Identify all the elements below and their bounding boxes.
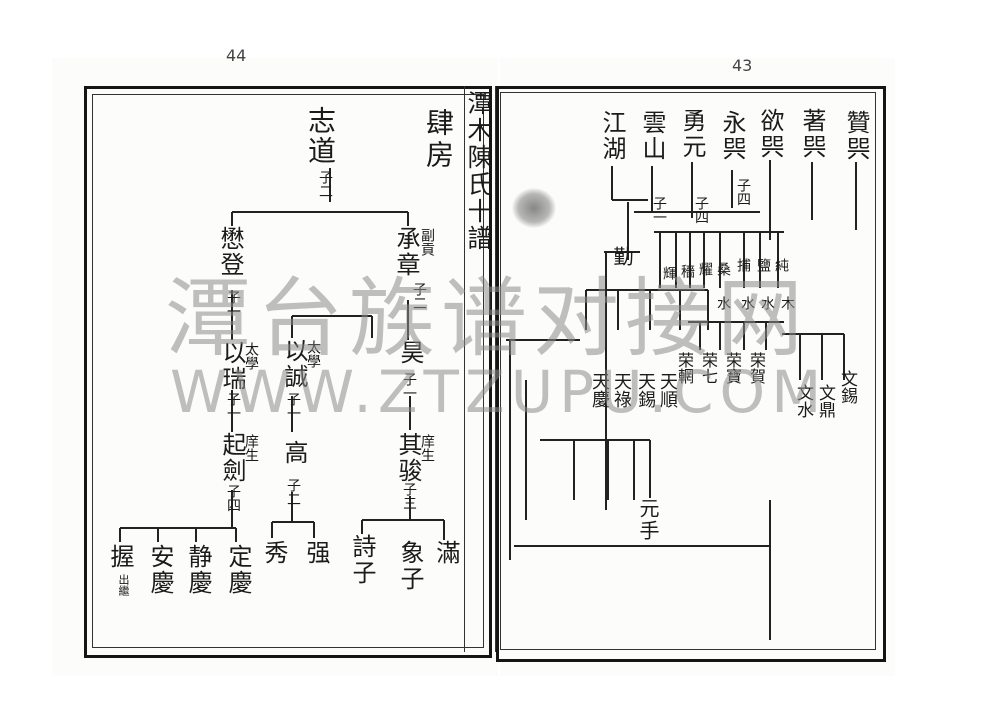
gen4-note-3a: 庠生 <box>419 434 435 462</box>
top-name-3: 欲巺 <box>756 108 784 160</box>
mid-name-6: 捕 <box>735 258 751 272</box>
spine-strip <box>464 86 496 652</box>
mid-label-4: 木 <box>779 296 795 310</box>
gen2-name-1: 懋登 <box>216 226 244 278</box>
gen3-note-1b: 子一 <box>225 392 241 420</box>
gen5-name-5: 秀 <box>260 540 288 566</box>
top-name-2: 著巺 <box>798 108 826 160</box>
gen3-name-3: 昊 <box>396 340 424 366</box>
gen5-note: 出繼 <box>117 574 130 596</box>
gen4-name-1: 起劍 <box>218 432 246 484</box>
gen2-note-2b: 子二 <box>411 282 427 310</box>
right-page-number: 43 <box>732 56 753 75</box>
mid-label-1: 水 <box>715 296 731 310</box>
watermark-cn: 潭台族谱对接网 <box>165 269 809 369</box>
mid-name-4: 耀 <box>697 262 713 276</box>
right-frame <box>496 86 886 662</box>
right-name-3: 文錫 <box>837 370 857 404</box>
gen2-name-2: 承章 <box>392 226 420 278</box>
mid-label-3: 水 <box>759 296 775 310</box>
branch-title: 肆房 <box>422 108 455 172</box>
gen5-name-2: 静慶 <box>184 544 212 596</box>
left-page-number: 44 <box>226 46 247 65</box>
gen3-note-2b: 子一 <box>285 392 301 420</box>
gen4-name-3: 其骏 <box>394 432 422 484</box>
bottom-name: 元手 <box>636 498 660 542</box>
gen5-name-9: 滿 <box>432 540 460 566</box>
ink-stain <box>512 188 556 228</box>
mid-name-2: 輝 <box>661 266 677 280</box>
top-name-4: 永巺 <box>718 110 746 162</box>
mid-name-3: 穡 <box>679 264 695 278</box>
gen5-name-3: 安慶 <box>146 544 174 596</box>
gen5-name-6: 强 <box>302 540 330 566</box>
right-page <box>500 58 895 676</box>
left-frame <box>84 86 492 658</box>
gen5-name-4: 握 <box>106 544 134 570</box>
mid-name-8: 純 <box>773 258 789 272</box>
right-name-1: 文水 <box>793 384 813 418</box>
gen5-name-7: 詩子 <box>348 534 376 586</box>
gen3-name-1: 以瑞 <box>218 340 246 392</box>
mid-name-5: 桑 <box>715 262 731 276</box>
book-title: 潭木陳氏十譜 <box>464 90 493 252</box>
gen3-name-2: 以誠 <box>280 338 308 390</box>
top-note-3: 子一 <box>651 196 667 224</box>
gen1-name: 志道 <box>304 106 337 166</box>
watermark-url: WWW.ZTZUPU.COM <box>170 358 828 426</box>
lower-name-2: 荣七 <box>699 352 718 384</box>
gen2-note-2a: 副貢 <box>419 228 435 256</box>
row-name-3: 天錫 <box>635 372 656 408</box>
gen4-name-2: 高 <box>280 440 308 466</box>
top-name-7: 江湖 <box>598 110 626 162</box>
gen5-name-1: 定慶 <box>224 544 252 596</box>
row-name-1: 天慶 <box>589 372 610 408</box>
top-name-6: 雲山 <box>638 110 666 162</box>
row-name-4: 天順 <box>657 372 678 408</box>
right-frame-inner <box>500 92 876 650</box>
mid-label-2: 水 <box>739 296 755 310</box>
gen4-note-2: 子二 <box>285 478 301 506</box>
left-page <box>52 58 498 676</box>
top-name-1: 贊巺 <box>842 110 870 162</box>
gen1-note: 子二 <box>317 170 333 198</box>
gen2-note-1: 子一 <box>225 290 241 318</box>
gen3-note-2a: 太學 <box>305 340 321 368</box>
top-note-1: 子四 <box>693 196 709 224</box>
row-name-2: 天祿 <box>611 372 632 408</box>
lower-name-4: 荣賀 <box>747 352 766 384</box>
top-name-5: 勇元 <box>678 108 706 160</box>
lower-name-3: 荣寶 <box>723 352 742 384</box>
lower-name-1: 荣輞 <box>675 352 694 384</box>
gen4-note-3b: 子三 <box>401 482 417 510</box>
gen3-note-1a: 太學 <box>243 342 259 370</box>
left-frame-inner <box>92 94 484 648</box>
top-note-2: 子四 <box>735 178 751 206</box>
gen4-note-1a: 庠生 <box>243 434 259 462</box>
right-name-2: 文鼎 <box>815 384 835 418</box>
gen5-name-8: 象子 <box>396 540 424 592</box>
mid-name-7: 鹽 <box>755 258 771 272</box>
gen3-note-3: 子一 <box>401 372 417 400</box>
mid-name-1: 勤 <box>610 246 634 268</box>
gen4-note-1b: 子四 <box>225 484 241 512</box>
